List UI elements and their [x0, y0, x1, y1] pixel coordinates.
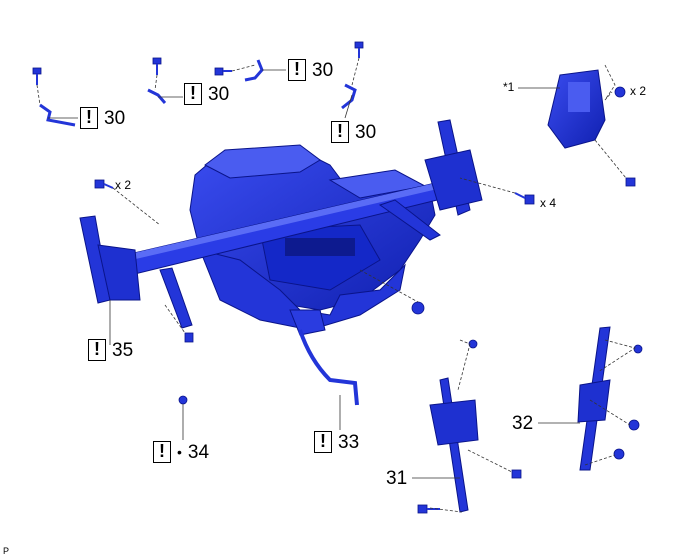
callout-30-mid-left: ! 30 [184, 83, 229, 105]
part-label-31: 31 [386, 468, 408, 489]
callout-30-right: ! 30 [331, 121, 376, 143]
part-number: 33 [338, 431, 360, 453]
note-label-1: *1 [503, 80, 515, 94]
part-number: 30 [208, 83, 230, 105]
callout-33: ! 33 [314, 431, 359, 453]
caution-mark: ! [314, 431, 332, 453]
corner-label: P [3, 546, 10, 556]
caution-mark: ! [184, 83, 202, 105]
part-number: 30 [312, 59, 334, 81]
caution-mark: ! [88, 339, 106, 361]
quantity-label: x 2 [630, 84, 647, 98]
callout-30-left: ! 30 [80, 107, 125, 129]
part-number: 30 [355, 121, 377, 143]
callout-35: ! 35 [88, 339, 133, 361]
part-label-32: 32 [512, 413, 534, 434]
bullet-dot: • [177, 444, 182, 460]
bolts [32, 41, 643, 514]
caution-mark: ! [331, 121, 349, 143]
callout-30-mid-right: ! 30 [288, 59, 333, 81]
callout-34: ! • 34 [153, 441, 209, 463]
leader-lines [36, 57, 636, 513]
quantity-label: x 2 [115, 178, 132, 192]
caution-mark: ! [288, 59, 306, 81]
main-assembly [79, 119, 483, 406]
quantity-label: x 4 [540, 196, 557, 210]
part-number: 30 [104, 107, 126, 129]
part-32-brace [577, 326, 611, 471]
caution-mark: ! [80, 107, 98, 129]
part-31-brace [429, 377, 479, 513]
part-1-bracket [547, 69, 606, 149]
caution-mark: ! [153, 441, 171, 463]
part-number: 34 [187, 441, 210, 463]
part-number: 35 [112, 339, 134, 361]
small-brackets [39, 59, 357, 127]
